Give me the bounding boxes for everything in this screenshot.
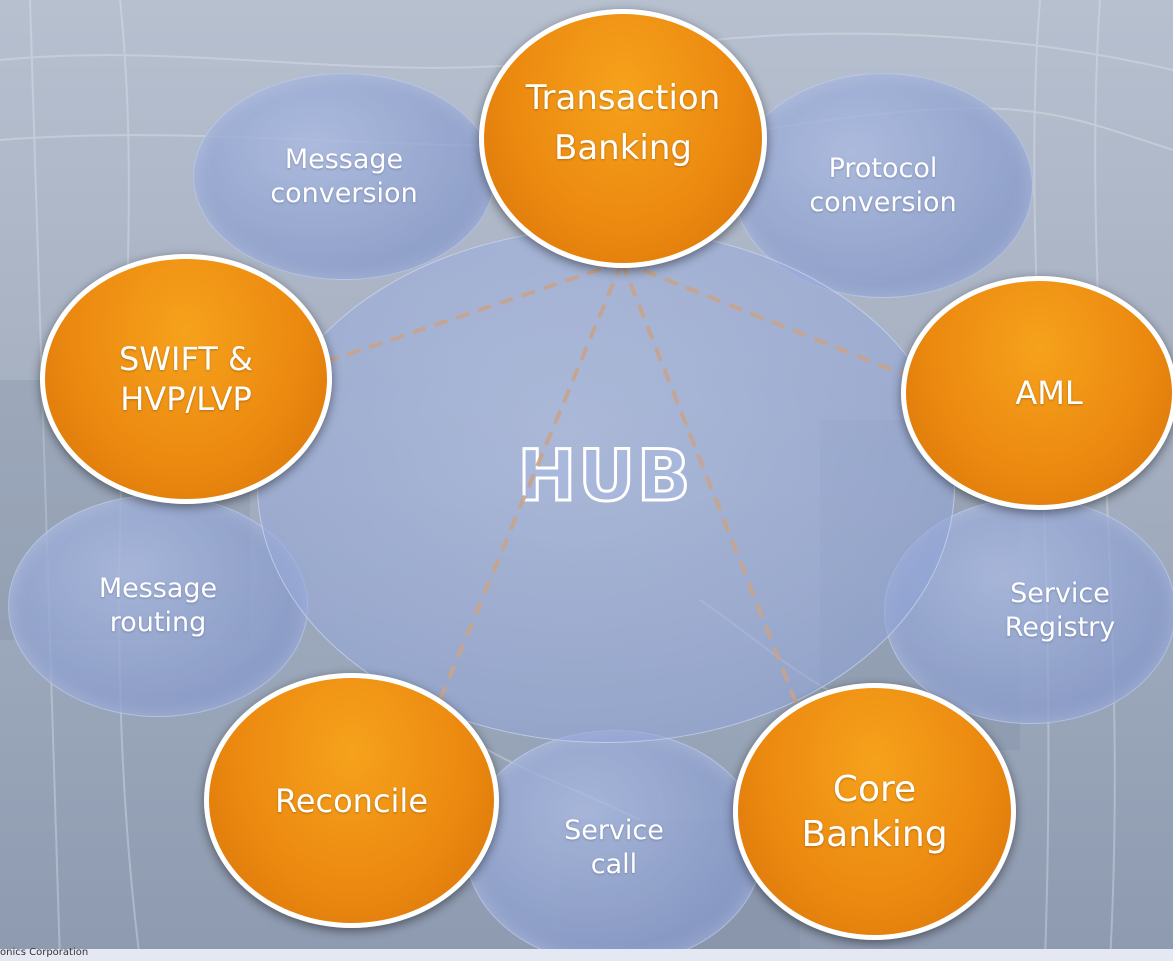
node-service-registry-label: Service Registry	[1004, 578, 1116, 643]
node-service-call-label: Service call	[564, 814, 664, 880]
footer-bar: onics Corporation	[0, 947, 1173, 961]
node-aml: AML	[901, 276, 1173, 510]
node-core-banking: Core Banking	[733, 683, 1016, 940]
node-swift-hvp-lvp: SWIFT & HVP/LVP	[40, 254, 332, 504]
node-core-banking-label: Core Banking	[801, 768, 948, 855]
node-protocol-conversion-label: Protocol conversion	[809, 152, 957, 218]
node-message-conversion: Message conversion	[193, 73, 495, 280]
node-message-conversion-label: Message conversion	[270, 143, 418, 209]
node-aml-label: AML	[1015, 374, 1083, 412]
hub-label: HUB	[516, 434, 693, 519]
node-reconcile-label: Reconcile	[275, 781, 428, 820]
node-transaction-banking: Transaction Banking	[479, 9, 767, 268]
node-swift-label: SWIFT & HVP/LVP	[119, 340, 253, 418]
node-message-routing-label: Message routing	[98, 573, 218, 638]
footer-text: onics Corporation	[0, 947, 89, 958]
node-transaction-banking-label: Transaction Banking	[525, 78, 721, 168]
node-service-call: Service call	[465, 730, 763, 961]
node-reconcile: Reconcile	[204, 673, 499, 928]
